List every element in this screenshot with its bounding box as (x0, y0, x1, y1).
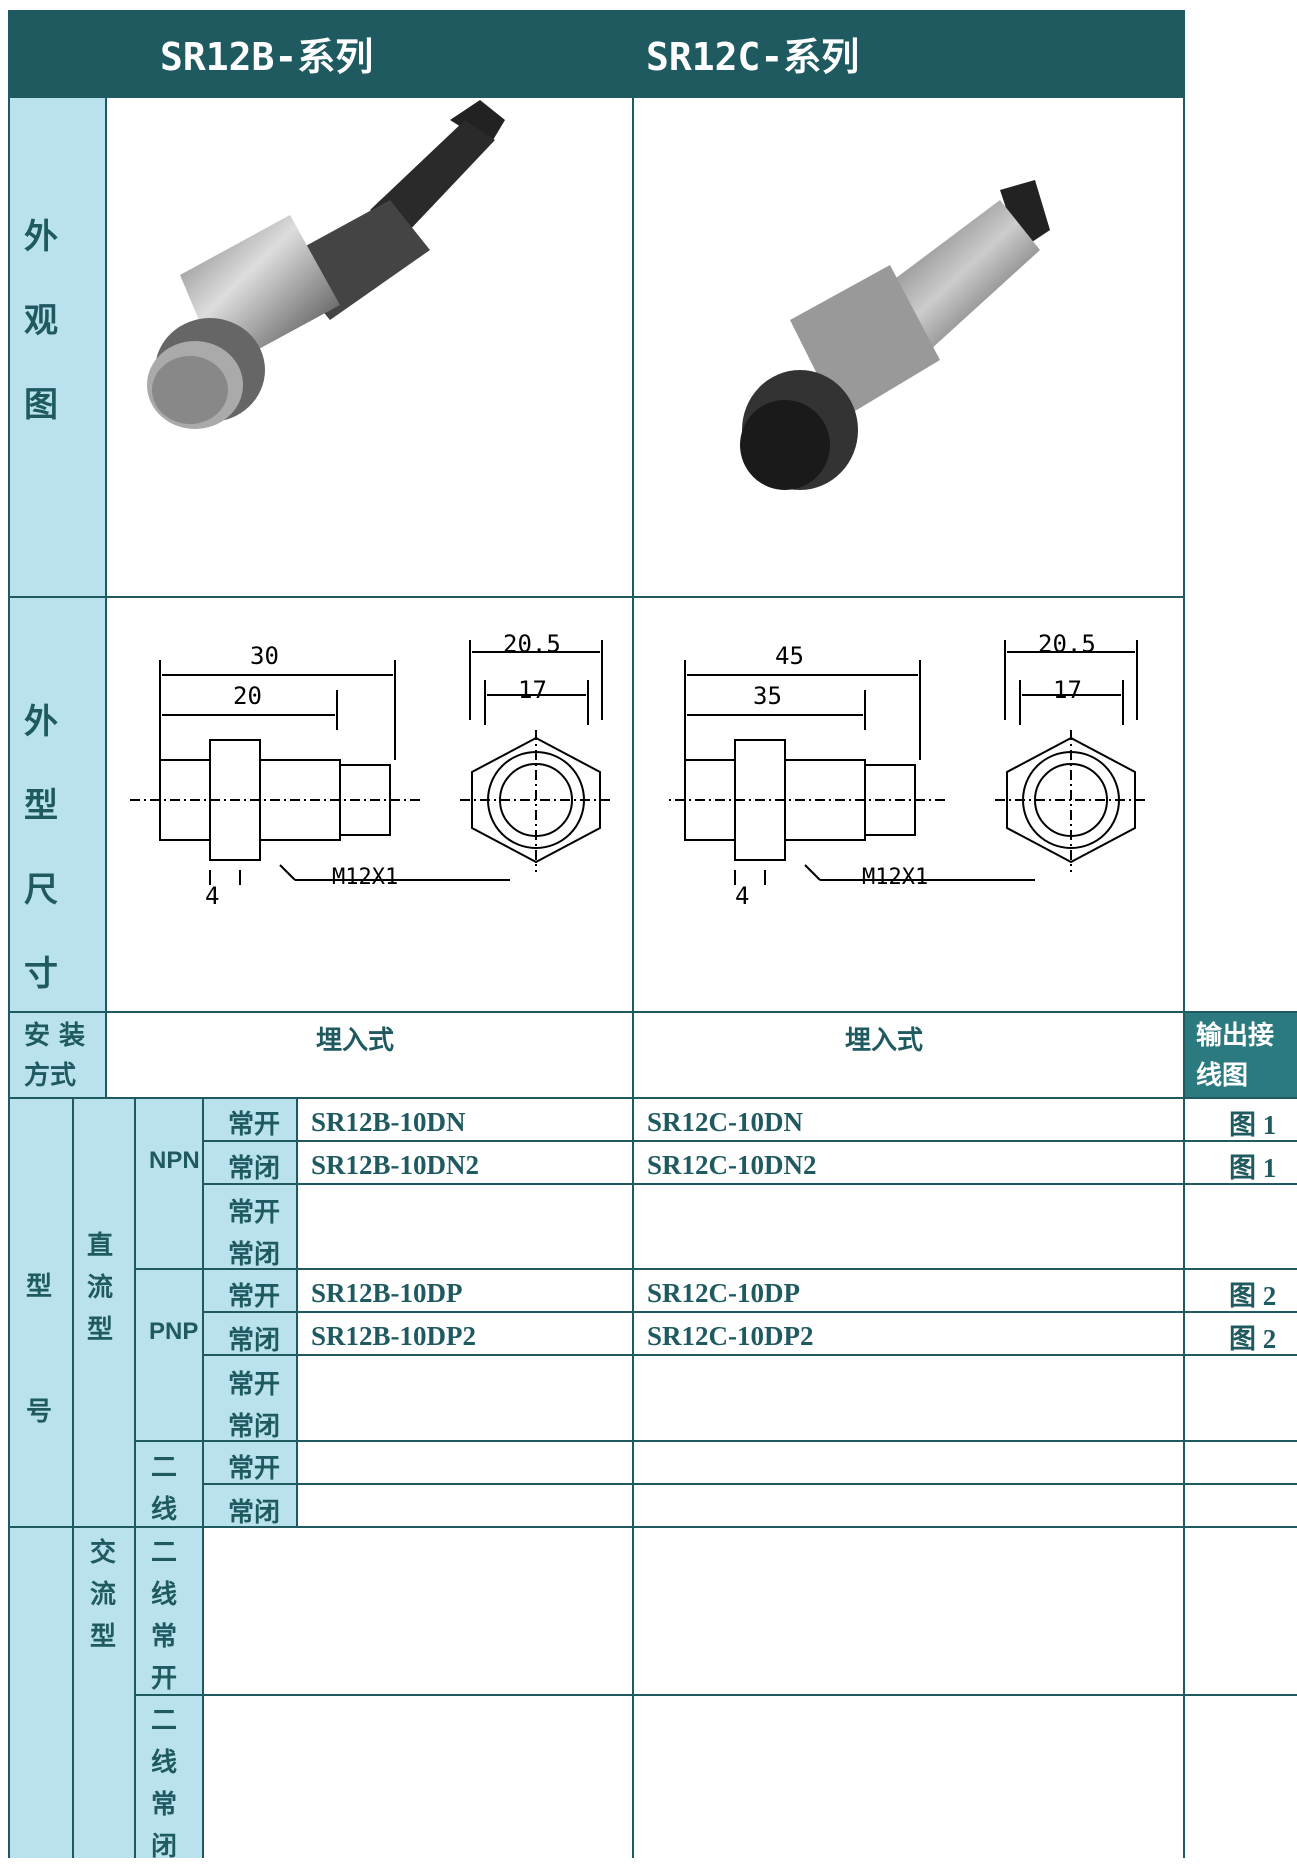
label-ac: 交流型 (90, 1538, 117, 1652)
label-pnp: PNP (149, 1318, 199, 1345)
dim-c-body: 35 (753, 682, 782, 710)
model-c-row-2: SR12C-10DN2 (647, 1149, 817, 1180)
type-row-2: 常闭 (228, 1154, 281, 1184)
model-b-row-4: SR12B-10DP (311, 1277, 463, 1308)
label-bg-appearance (8, 96, 105, 1011)
label-npn: NPN (149, 1147, 200, 1174)
sensor-photo-c (740, 180, 1050, 490)
label-model: 型号 (26, 1272, 53, 1427)
type-row-5: 常闭 (228, 1326, 281, 1356)
type-row-8: 常闭 (228, 1498, 281, 1528)
model-c-row-1: SR12C-10DN (647, 1106, 804, 1137)
label-install: 安 装方式 (24, 1021, 86, 1091)
fig-row-5: 图 2 (1229, 1323, 1277, 1354)
label-bg-ac (8, 1527, 202, 1858)
type-row-3b: 常闭 (228, 1240, 281, 1270)
fig-row-2: 图 1 (1229, 1152, 1277, 1183)
dim-c-hex: 20.5 (1038, 630, 1096, 658)
fig-row-4: 图 2 (1229, 1280, 1277, 1311)
type-row-3a: 常开 (228, 1198, 281, 1228)
output-header-bg (1183, 1011, 1297, 1097)
model-b-row-1: SR12B-10DN (311, 1106, 466, 1137)
model-b-row-5: SR12B-10DP2 (311, 1320, 477, 1351)
dim-c-nut: 4 (735, 882, 750, 910)
header-row (8, 10, 1183, 96)
sensor-photo-b (147, 100, 505, 429)
label-bg-install (8, 1011, 105, 1097)
dim-c-thread: M12X1 (862, 865, 929, 890)
header-series-b: SR12B-系列 (160, 34, 374, 79)
install-c: 埋入式 (845, 1026, 924, 1056)
model-b-row-2: SR12B-10DN2 (311, 1149, 480, 1180)
label-two-wire: 二线 (151, 1453, 178, 1525)
install-b: 埋入式 (316, 1026, 395, 1056)
dimension-drawing-c (665, 640, 1145, 885)
dim-b-inner: 17 (518, 676, 547, 704)
dim-c-inner: 17 (1053, 676, 1082, 704)
type-row-7: 常开 (228, 1454, 281, 1484)
header-series-c: SR12C-系列 (646, 34, 860, 79)
dim-b-total: 30 (250, 642, 279, 670)
dim-c-total: 45 (775, 642, 804, 670)
dimension-drawing-b (130, 640, 610, 885)
label-ac-two-wire-nc: 二线常闭 (151, 1706, 178, 1862)
label-appearance: 外观图 (24, 217, 58, 425)
label-dimensions: 外型尺寸 (24, 702, 58, 994)
dim-b-nut: 4 (205, 882, 220, 910)
label-output: 输出接线图 (1196, 1021, 1275, 1091)
dim-b-thread: M12X1 (332, 865, 399, 890)
type-row-4: 常开 (228, 1282, 281, 1312)
dim-b-body: 20 (233, 682, 262, 710)
label-ac-two-wire-no: 二线常开 (151, 1538, 178, 1694)
label-dc: 直流型 (87, 1231, 114, 1345)
type-row-6a: 常开 (228, 1370, 281, 1400)
dim-b-hex: 20.5 (503, 630, 561, 658)
type-row-6b: 常闭 (228, 1412, 281, 1442)
type-row-1: 常开 (228, 1110, 281, 1140)
model-c-row-4: SR12C-10DP (647, 1277, 800, 1308)
model-c-row-5: SR12C-10DP2 (647, 1320, 814, 1351)
fig-row-1: 图 1 (1229, 1109, 1277, 1140)
